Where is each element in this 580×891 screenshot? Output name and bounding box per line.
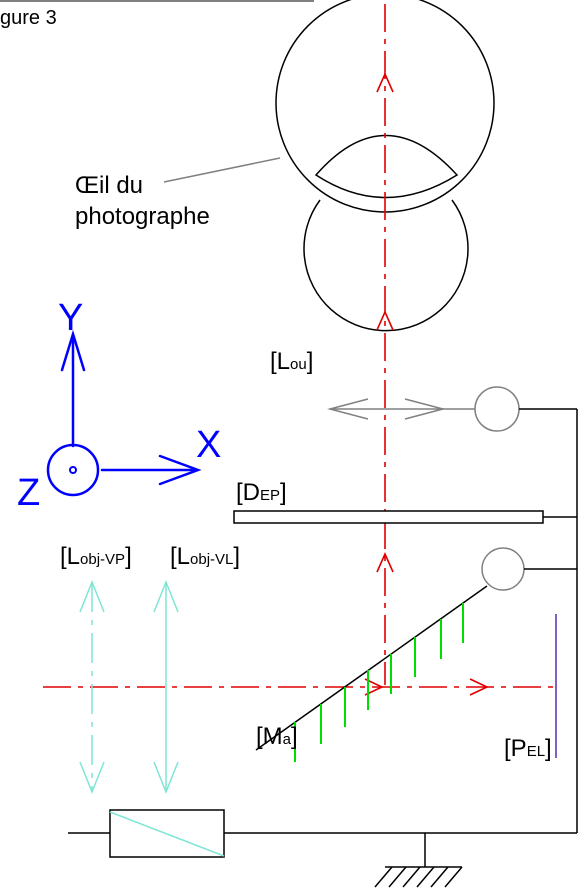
mirror-label: [Ma] — [256, 723, 298, 750]
vertical-optical-axis — [376, 4, 394, 685]
eye-label-leader — [163, 157, 281, 183]
frame — [68, 408, 578, 867]
coordinate-axes — [46, 329, 202, 497]
x-axis-label: X — [196, 424, 221, 466]
axis-arrow-lower — [376, 552, 394, 573]
lens-vl-arrow-top — [153, 579, 179, 613]
axis-arrow-upper — [376, 310, 394, 331]
eye-lower-bulb — [303, 199, 469, 332]
y-axis-arrowhead — [60, 329, 86, 372]
ocular-lens-arrow-right — [404, 398, 446, 420]
ocular-lens-pivot — [474, 386, 520, 432]
diaphragm-label: [DEP] — [236, 479, 287, 506]
diaphragm-plate — [233, 510, 544, 524]
lens-vl-label: [Lobj-VL] — [170, 543, 240, 570]
eye-label-line1: Œil du — [75, 172, 143, 199]
axis-arrow-right-2 — [469, 678, 489, 696]
objective-lens-vp — [79, 579, 105, 795]
mirror-hatching — [294, 603, 464, 762]
axis-arrow-right-1 — [364, 678, 384, 696]
lens-vl-arrow-bottom — [153, 761, 179, 795]
horizontal-optical-axis — [43, 678, 555, 696]
x-axis-arrowhead — [158, 454, 202, 486]
eye-label-line2: photographe — [75, 203, 210, 230]
figure-caption: gure 3 — [0, 7, 57, 29]
y-axis-label: Y — [58, 297, 83, 339]
z-axis-circle — [46, 443, 100, 497]
ocular-lens-label: [Lou] — [270, 348, 313, 375]
ocular-lens-arrow-left — [327, 398, 369, 420]
lens-vp-label: [Lobj-VP] — [60, 543, 132, 570]
mirror — [255, 547, 525, 762]
lens-vp-arrow-bottom — [79, 761, 105, 795]
z-axis-dot — [69, 466, 77, 474]
slider-diagonal — [109, 811, 225, 857]
axis-arrow-eye — [376, 72, 394, 93]
objective-lens-vl — [153, 579, 179, 795]
z-axis-label: Z — [17, 472, 40, 514]
image-plane-label: [PEL] — [504, 735, 552, 762]
eye-lens — [314, 134, 459, 199]
lens-vp-arrow-top — [79, 579, 105, 613]
ocular-lens — [327, 386, 520, 432]
mirror-pivot — [481, 547, 525, 591]
ground-icon — [374, 866, 463, 888]
